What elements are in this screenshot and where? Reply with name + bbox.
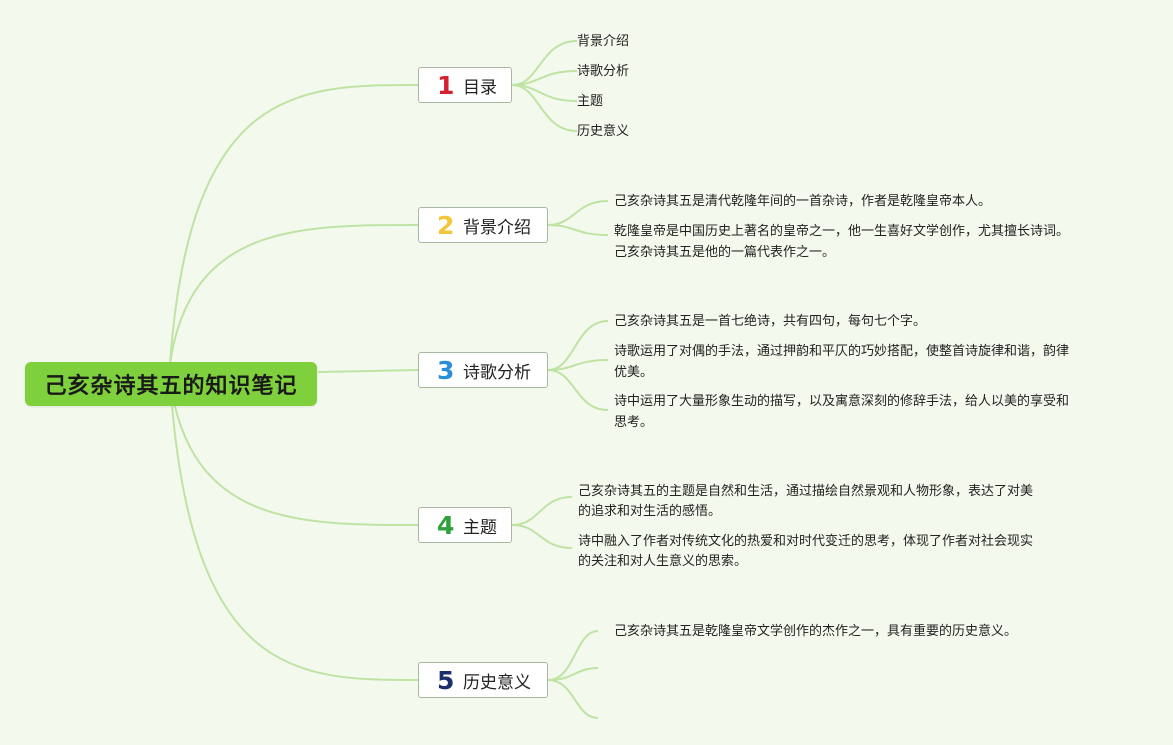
- leaf-analysis-3[interactable]: 诗中运用了大量形象生动的描写，以及寓意深刻的修辞手法，给人以美的享受和: [614, 394, 1070, 409]
- root-link-4: [169, 379, 419, 526]
- leaf-link-2-2: [547, 224, 609, 236]
- branch-label: 背景介绍: [463, 217, 531, 238]
- leaf-link-3-3: [547, 369, 609, 411]
- branch-label: 诗歌分析: [463, 362, 531, 383]
- leaf-link-1-1: [511, 40, 578, 86]
- leaf-link-5-3: [547, 679, 599, 719]
- root-link-5: [169, 379, 419, 681]
- leaf-analysis-1[interactable]: 己亥杂诗其五是一首七绝诗，共有四句，每句七个字。: [614, 314, 927, 329]
- leaf-link-2-1: [547, 200, 609, 226]
- leaf-theme-2-cont[interactable]: 的关注和对人生意义的思索。: [578, 554, 748, 569]
- leaf-analysis-2[interactable]: 诗歌运用了对偶的手法，通过押韵和平仄的巧妙搭配，使整首诗旋律和谐，韵律: [614, 344, 1070, 359]
- root-title: 己亥杂诗其五的知识笔记: [44, 374, 298, 399]
- leaf-toc-significance[interactable]: 历史意义: [577, 124, 630, 139]
- leaf-toc-theme[interactable]: 主题: [577, 94, 604, 109]
- number-4-icon: 4: [437, 510, 455, 540]
- leaf-link-3-1: [547, 320, 609, 371]
- leaf-background-1[interactable]: 己亥杂诗其五是清代乾隆年间的一首杂诗，作者是乾隆皇帝本人。: [614, 194, 992, 209]
- leaf-link-4-1: [511, 496, 573, 526]
- number-5-icon: 5: [437, 665, 455, 695]
- leaf-theme-1-cont[interactable]: 的追求和对生活的感悟。: [578, 504, 722, 519]
- leaf-link-5-2: [547, 667, 599, 681]
- root-link-1: [169, 84, 419, 365]
- leaf-link-4-2: [511, 524, 573, 549]
- number-2-icon: 2: [437, 210, 455, 240]
- leaf-analysis-3-cont[interactable]: 思考。: [614, 415, 654, 430]
- branch-label: 目录: [463, 77, 497, 98]
- leaf-toc-analysis[interactable]: 诗歌分析: [577, 64, 630, 79]
- branch-background[interactable]: 2 背景介绍: [418, 207, 548, 243]
- leaf-link-1-4: [511, 84, 578, 132]
- leaf-link-3-2: [547, 359, 609, 371]
- leaf-analysis-2-cont[interactable]: 优美。: [614, 365, 654, 380]
- number-3-icon: 3: [437, 355, 455, 385]
- leaf-link-5-1: [547, 630, 599, 681]
- branch-label: 历史意义: [463, 672, 531, 693]
- branch-analysis[interactable]: 3 诗歌分析: [418, 352, 548, 388]
- leaf-theme-2[interactable]: 诗中融入了作者对传统文化的热爱和对时代变迁的思考，体现了作者对社会现实: [578, 534, 1034, 549]
- number-1-icon: 1: [437, 70, 455, 100]
- leaf-background-2-cont[interactable]: 己亥杂诗其五是他的一篇代表作之一。: [614, 245, 836, 260]
- leaf-significance-1[interactable]: 己亥杂诗其五是乾隆皇帝文学创作的杰作之一，具有重要的历史意义。: [614, 624, 1018, 639]
- root-link-3: [317, 369, 419, 373]
- leaf-background-2[interactable]: 乾隆皇帝是中国历史上著名的皇帝之一，他一生喜好文学创作，尤其擅长诗词。: [614, 224, 1070, 239]
- branch-significance[interactable]: 5 历史意义: [418, 662, 548, 698]
- root-link-2: [169, 224, 419, 365]
- branch-theme[interactable]: 4 主题: [418, 507, 512, 543]
- leaf-theme-1[interactable]: 己亥杂诗其五的主题是自然和生活，通过描绘自然景观和人物形象，表达了对美: [578, 484, 1034, 499]
- branch-toc[interactable]: 1 目录: [418, 67, 512, 103]
- root-topic[interactable]: 己亥杂诗其五的知识笔记: [25, 362, 317, 406]
- leaf-toc-background[interactable]: 背景介绍: [577, 34, 630, 49]
- branch-label: 主题: [463, 517, 497, 538]
